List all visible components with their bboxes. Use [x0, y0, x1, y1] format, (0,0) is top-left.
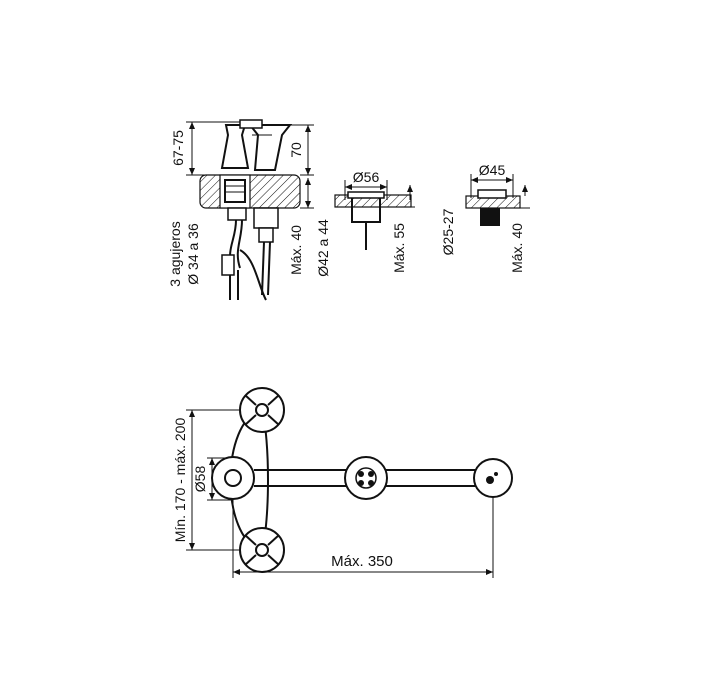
faucet-side-view	[186, 119, 314, 301]
label-diverter-diameter: Ø45	[479, 162, 506, 178]
drain-side-view	[334, 180, 415, 250]
label-top-height: 70	[288, 142, 304, 158]
plan-view	[186, 387, 513, 578]
label-spacing: Mín. 170 - máx. 200	[172, 418, 188, 543]
label-drain-hole-range: Ø42 a 44	[315, 219, 331, 277]
label-max-length: Máx. 350	[331, 553, 393, 570]
label-holes-line1: 3 agujeros	[167, 221, 183, 286]
label-diverter-hole-range: Ø25-27	[440, 208, 456, 255]
label-faucet-max-40: Máx. 40	[288, 225, 304, 275]
label-center-diameter: Ø58	[192, 466, 208, 493]
label-diverter-max: Máx. 40	[509, 223, 525, 273]
label-drain-diameter: Ø56	[353, 169, 380, 185]
label-drain-max: Máx. 55	[391, 223, 407, 273]
diverter-side-view	[465, 174, 530, 226]
label-top-height-range: 67-75	[170, 130, 186, 166]
label-holes-line2: Ø 34 a 36	[185, 223, 201, 285]
